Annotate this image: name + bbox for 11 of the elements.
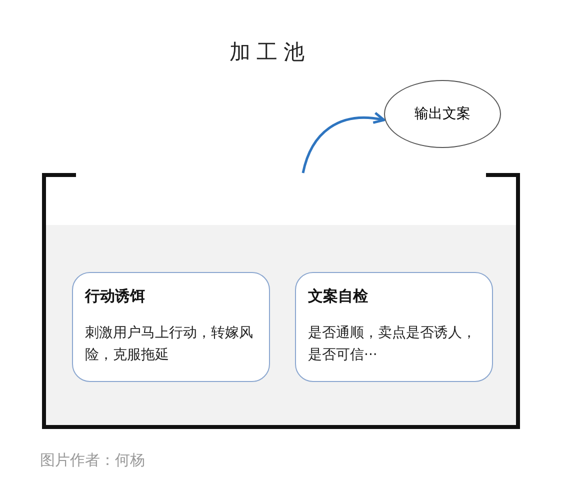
ellipse-label: 输出文案 — [414, 105, 470, 123]
text-box — [72, 272, 270, 382]
text-box — [295, 272, 493, 382]
curved-arrow — [302, 112, 386, 174]
title: 加工池 — [230, 40, 310, 64]
box-text: 是否通顺，卖点是否诱人，是否可信··· — [308, 324, 477, 365]
caption: 图片作者：何杨 — [40, 451, 145, 469]
pool-container — [42, 171, 520, 429]
box-text: 刺激用户马上行动，转嫁风险，克服拖延 — [85, 324, 254, 365]
box-heading: 文案自检 — [308, 287, 369, 306]
box-heading: 行动诱饵 — [85, 287, 146, 306]
